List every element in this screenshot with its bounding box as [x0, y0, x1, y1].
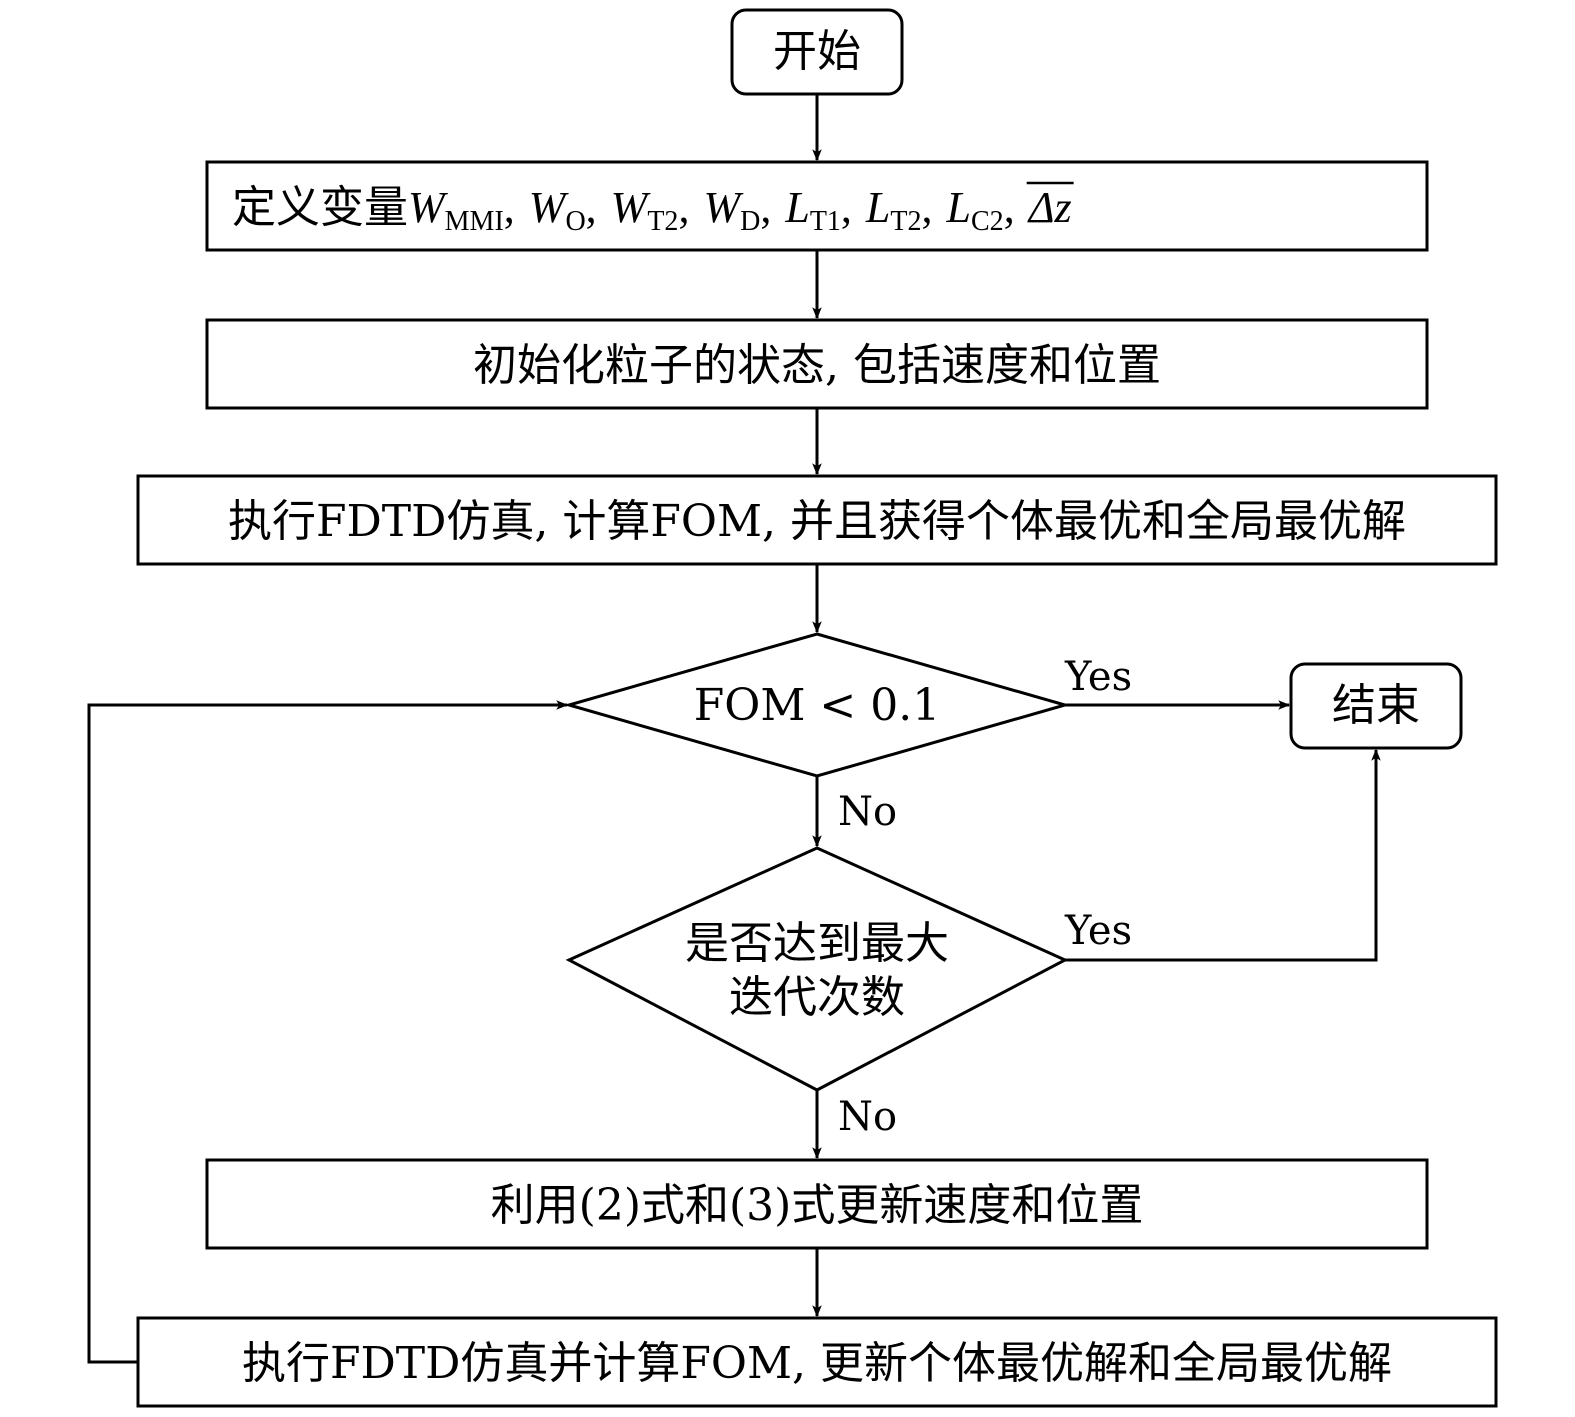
- update-node: 利用(2)式和(3)式更新速度和位置: [205, 1158, 1429, 1250]
- var-6-sym: L: [946, 183, 971, 232]
- var-1-sub: O: [565, 206, 585, 237]
- decision-max-iter-line1: 是否达到最大: [685, 918, 949, 969]
- yes-label-2: Yes: [1064, 908, 1132, 954]
- init-label: 初始化粒子的状态, 包括速度和位置: [473, 340, 1161, 391]
- init-node: 初始化粒子的状态, 包括速度和位置: [205, 318, 1429, 410]
- start-label: 开始: [773, 26, 861, 77]
- decision-max-iter-line2: 迭代次数: [729, 972, 905, 1023]
- start-node: 开始: [730, 8, 904, 96]
- end-node: 结束: [1289, 662, 1463, 750]
- var-5-sym: L: [865, 183, 890, 232]
- define-variables-label: 定义变量WMMI,WO,WT2,WD,LT1,LT2,LC2,Δz: [232, 182, 1072, 237]
- var-1-sym: W: [529, 183, 569, 232]
- no-label-2: No: [838, 1094, 897, 1140]
- decision-max-iter-node: 是否达到最大 迭代次数: [565, 846, 1069, 1092]
- define-prefix: 定义变量: [232, 182, 408, 233]
- var-4-sym: L: [784, 183, 809, 232]
- simulate-node: 执行FDTD仿真, 计算FOM, 并且获得个体最优和全局最优解: [136, 474, 1498, 566]
- yes-label-1: Yes: [1064, 654, 1132, 700]
- var-2-sym: W: [611, 183, 651, 232]
- end-label: 结束: [1332, 680, 1420, 731]
- var-0-sym: W: [408, 183, 448, 232]
- var-3-sym: W: [703, 183, 743, 232]
- var-5-sub: T2: [890, 206, 921, 237]
- resimulate-node: 执行FDTD仿真并计算FOM, 更新个体最优解和全局最优解: [136, 1316, 1498, 1408]
- var-3-sub: D: [740, 206, 760, 237]
- var-6-sub: C2: [971, 206, 1004, 237]
- no-label-1: No: [838, 789, 897, 835]
- edge-loop-back: [87, 700, 569, 1364]
- var-4-sub: T1: [810, 206, 841, 237]
- var-2-sub: T2: [647, 206, 678, 237]
- resimulate-label: 执行FDTD仿真并计算FOM, 更新个体最优解和全局最优解: [242, 1338, 1392, 1389]
- var-0-sub: MMI: [445, 206, 504, 237]
- decision-fom-label: FOM < 0.1: [694, 680, 940, 731]
- edge-decision2-end: [1065, 748, 1381, 962]
- define-variables-node: 定义变量WMMI,WO,WT2,WD,LT1,LT2,LC2,Δz: [205, 160, 1429, 252]
- delta-z-symbol: Δz: [1027, 183, 1072, 232]
- update-label: 利用(2)式和(3)式更新速度和位置: [491, 1180, 1144, 1231]
- simulate-label: 执行FDTD仿真, 计算FOM, 并且获得个体最优和全局最优解: [228, 496, 1406, 547]
- decision-fom-node: FOM < 0.1: [563, 632, 1071, 778]
